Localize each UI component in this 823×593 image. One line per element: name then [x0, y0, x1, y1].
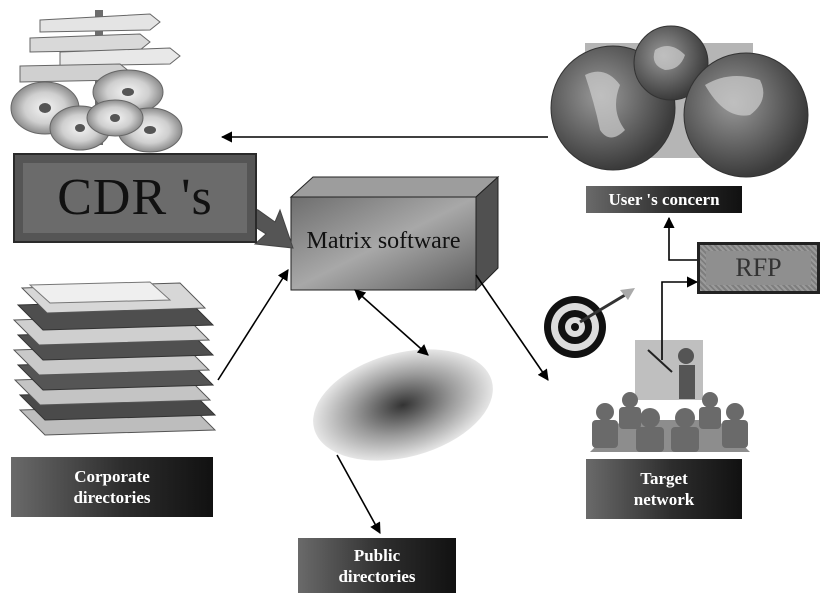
arrow-oval-to-public — [336, 454, 381, 534]
rfp-label: RFP — [706, 251, 811, 285]
cdr-box: CDR 's — [13, 153, 257, 243]
connectors — [217, 131, 699, 534]
rfp-box: RFP — [697, 242, 820, 294]
target-network-label: Target network — [586, 459, 742, 519]
corporate-line2: directories — [73, 488, 151, 507]
corporate-line1: Corporate — [74, 467, 150, 486]
arrow-corporate-to-matrix — [217, 269, 289, 381]
audience-presenter-icon — [590, 340, 750, 452]
public-directories-label: Public directories — [298, 538, 456, 593]
directories-stack-icon — [12, 281, 217, 436]
arrow-matrix-to-target — [475, 274, 549, 381]
target-icon — [544, 288, 635, 358]
target-line2: network — [633, 490, 695, 509]
user-concern-label: User 's concern — [586, 186, 742, 213]
cd-stack-icon — [10, 10, 183, 153]
arrow-matrix-oval — [354, 289, 429, 356]
target-line1: Target — [640, 469, 688, 488]
user-concern-text: User 's concern — [608, 190, 720, 209]
arrow-target-to-rfp — [661, 276, 699, 360]
public-line1: Public — [353, 545, 401, 565]
globes-icon — [550, 25, 809, 178]
matrix-software-box — [289, 175, 500, 292]
cdr-label: CDR 's — [23, 163, 247, 233]
public-directories-oval — [313, 349, 493, 461]
corporate-directories-label: Corporate directories — [11, 457, 213, 517]
arrow-rfp-to-concern — [663, 216, 697, 261]
matrix-software-label: Matrix software — [306, 228, 461, 254]
public-line2: directories — [338, 566, 416, 586]
